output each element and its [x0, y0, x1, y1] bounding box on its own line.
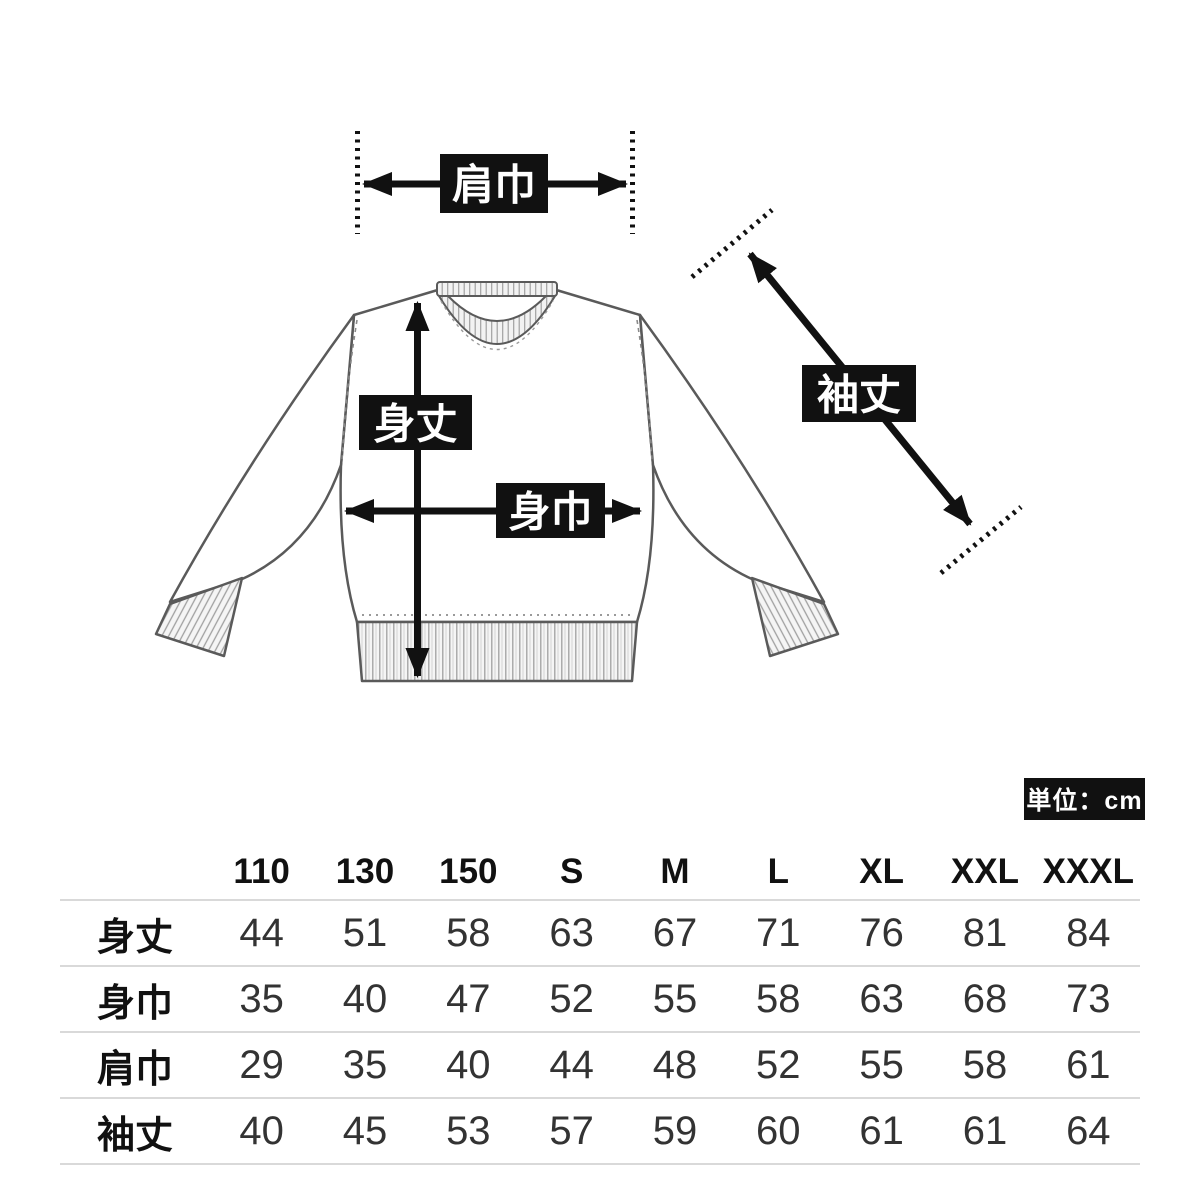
- size-cell: 63: [549, 910, 594, 955]
- size-cell: 58: [446, 910, 491, 955]
- size-cell: 64: [1066, 1108, 1111, 1153]
- size-col-header: S: [519, 844, 624, 901]
- sweatshirt-left-cuff: [154, 576, 244, 658]
- sleeve-guide-bottom: [939, 505, 1023, 575]
- body-width-label-box: [496, 483, 605, 538]
- size-table-header-row: 110 130 150 S M L XL XXL XXXL: [60, 844, 1140, 901]
- size-cell: 40: [446, 1042, 491, 1087]
- size-cell: 55: [652, 976, 698, 1021]
- sweatshirt-right-cuff: [750, 576, 840, 658]
- size-cell: 67: [652, 910, 698, 955]
- size-cell: 59: [652, 1108, 698, 1153]
- table-row-sleeve-length: 袖丈 40 45 53 57 59 60 61 61 64: [60, 1098, 1140, 1164]
- table-row-body-width: 身巾 35 40 47 52 55 58 63 68 73: [60, 966, 1140, 1032]
- body-length-label-box: [359, 395, 472, 450]
- size-cell: 35: [239, 976, 284, 1021]
- measure-guide-dotted-lines: [355, 131, 1023, 575]
- size-cell: 60: [756, 1108, 801, 1153]
- table-row-shoulder-width: 肩巾 29 35 40 44 48 52 55 58 61: [60, 1032, 1140, 1098]
- row-label: 袖丈: [96, 1114, 173, 1157]
- size-cell: 63: [859, 976, 904, 1021]
- size-cell: 40: [342, 976, 388, 1021]
- sleeve-guide-top: [690, 208, 774, 279]
- sweatshirt-hem-band: [355, 620, 639, 683]
- size-cell: 44: [239, 910, 284, 955]
- size-cell: 48: [652, 1042, 698, 1087]
- shoulder-width-label: 肩巾: [452, 162, 536, 209]
- sweatshirt-drawing: [154, 281, 840, 683]
- size-cell: 68: [962, 976, 1008, 1021]
- row-label: 肩巾: [96, 1048, 173, 1091]
- sweatshirt-collar-rib: [438, 295, 556, 345]
- size-cell: 76: [859, 910, 904, 955]
- size-col-header: 110: [210, 844, 314, 901]
- size-col-header: XXXL: [1036, 844, 1140, 901]
- size-col-header: M: [623, 844, 727, 901]
- size-table: 110 130 150 S M L XL XXL XXXL 身丈 44 51 5…: [60, 844, 1140, 1165]
- sleeve-length-label-box: [802, 365, 916, 422]
- body-width-label: 身巾: [508, 489, 592, 536]
- garment-measurement-diagram: 肩巾 身丈 身巾 袖丈: [154, 131, 1023, 683]
- table-row-body-length: 身丈 44 51 58 63 67 71 76 81 84: [60, 900, 1140, 966]
- size-cell: 52: [549, 976, 594, 1021]
- sweatshirt-right-sleeve: [638, 313, 826, 604]
- row-label: 身丈: [96, 916, 173, 959]
- measure-labels: 肩巾 身丈 身巾 袖丈: [359, 154, 916, 538]
- size-col-header: XL: [829, 844, 934, 901]
- size-cell: 71: [756, 910, 801, 955]
- size-col-header: 150: [416, 844, 520, 901]
- size-col-header: XXL: [933, 844, 1037, 901]
- unit-badge: 単位：cm: [1024, 778, 1145, 820]
- table-corner-cell: [60, 844, 210, 901]
- size-cell: 44: [549, 1042, 594, 1087]
- sweatshirt-left-sleeve: [168, 313, 356, 604]
- size-cell: 84: [1066, 910, 1111, 955]
- size-cell: 45: [342, 1108, 388, 1153]
- row-label: 身巾: [96, 982, 173, 1025]
- size-cell: 61: [859, 1108, 904, 1153]
- size-col-header: L: [726, 844, 830, 901]
- sleeve-length-label: 袖丈: [817, 372, 901, 419]
- size-cell: 73: [1066, 976, 1111, 1021]
- shoulder-width-label-box: [440, 154, 548, 213]
- seam-lines: [341, 300, 653, 616]
- size-cell: 53: [446, 1108, 491, 1153]
- size-cell: 58: [756, 976, 801, 1021]
- size-cell: 52: [756, 1042, 801, 1087]
- size-cell: 29: [239, 1042, 284, 1087]
- size-cell: 47: [446, 976, 491, 1021]
- size-col-header: 130: [313, 844, 417, 901]
- size-cell: 61: [962, 1108, 1008, 1153]
- size-cell: 58: [962, 1042, 1008, 1087]
- size-cell: 35: [342, 1042, 388, 1087]
- size-cell: 57: [549, 1108, 594, 1153]
- size-cell: 51: [342, 910, 388, 955]
- size-cell: 55: [859, 1042, 904, 1087]
- size-cell: 40: [239, 1108, 284, 1153]
- sweatshirt-collar-band: [436, 281, 558, 297]
- body-length-label: 身丈: [373, 401, 457, 448]
- size-cell: 61: [1066, 1042, 1111, 1087]
- size-cell: 81: [962, 910, 1008, 955]
